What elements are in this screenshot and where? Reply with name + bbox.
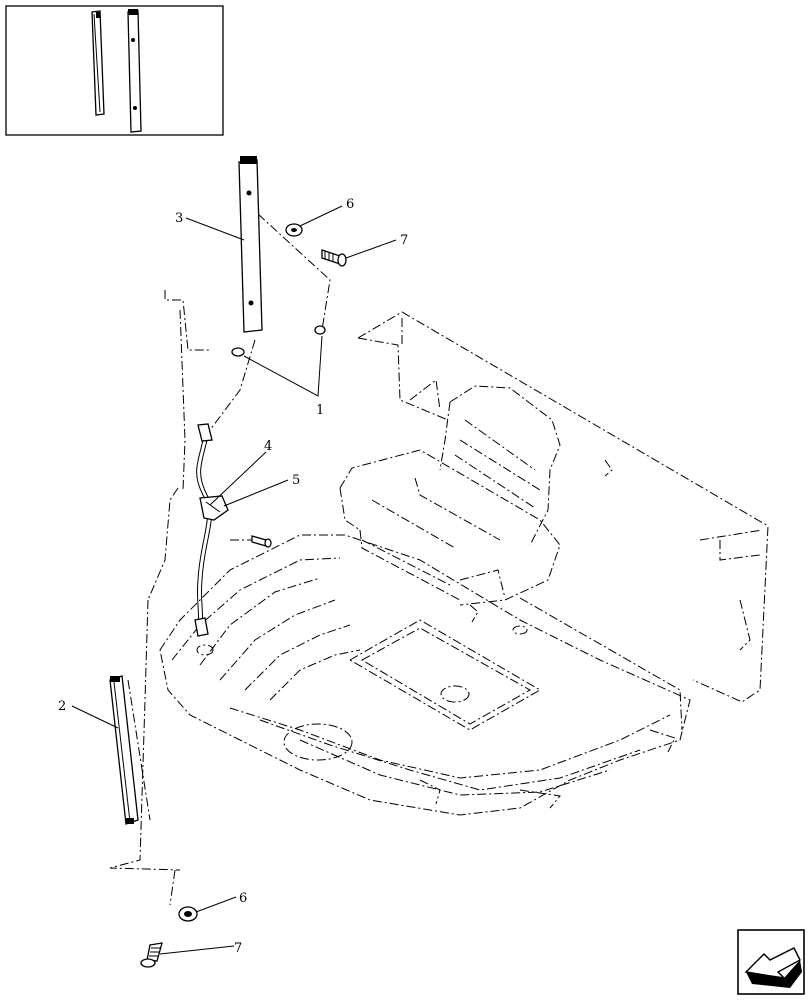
callout-2: 2 [58, 699, 66, 714]
operator-seat [339, 385, 561, 623]
screw-floor [251, 535, 272, 548]
cab-wall-outline [357, 311, 769, 731]
arrow-icon[interactable] [737, 929, 805, 995]
callout-7-bottom: 7 [234, 941, 242, 956]
assembly-guide-lines [109, 213, 331, 906]
clip-part-5 [199, 495, 229, 521]
inset-view [5, 5, 224, 136]
callout-3: 3 [175, 211, 183, 226]
washer-part-6-top [285, 223, 303, 237]
washer-part-6-bottom [178, 906, 198, 922]
post-part-3 [238, 156, 263, 333]
floor-mat [159, 534, 691, 816]
callout-6-bottom: 6 [239, 891, 247, 906]
trim-channel-part-2 [109, 675, 139, 825]
callout-1: 1 [316, 403, 324, 418]
screw-part-7-top [321, 249, 347, 267]
plug-part-1 [231, 325, 326, 357]
callout-4: 4 [264, 439, 272, 454]
callout-6-top: 6 [346, 197, 354, 212]
inset-post-right [127, 9, 142, 133]
callout-labels: 3 6 7 1 4 5 2 6 7 [58, 197, 408, 956]
wire-harness-part-4 [194, 423, 213, 637]
inset-post-left [91, 10, 105, 116]
callout-7-top: 7 [400, 233, 408, 248]
callout-5: 5 [292, 473, 300, 488]
screw-part-7-bottom [140, 942, 163, 968]
leader-lines [71, 205, 397, 955]
